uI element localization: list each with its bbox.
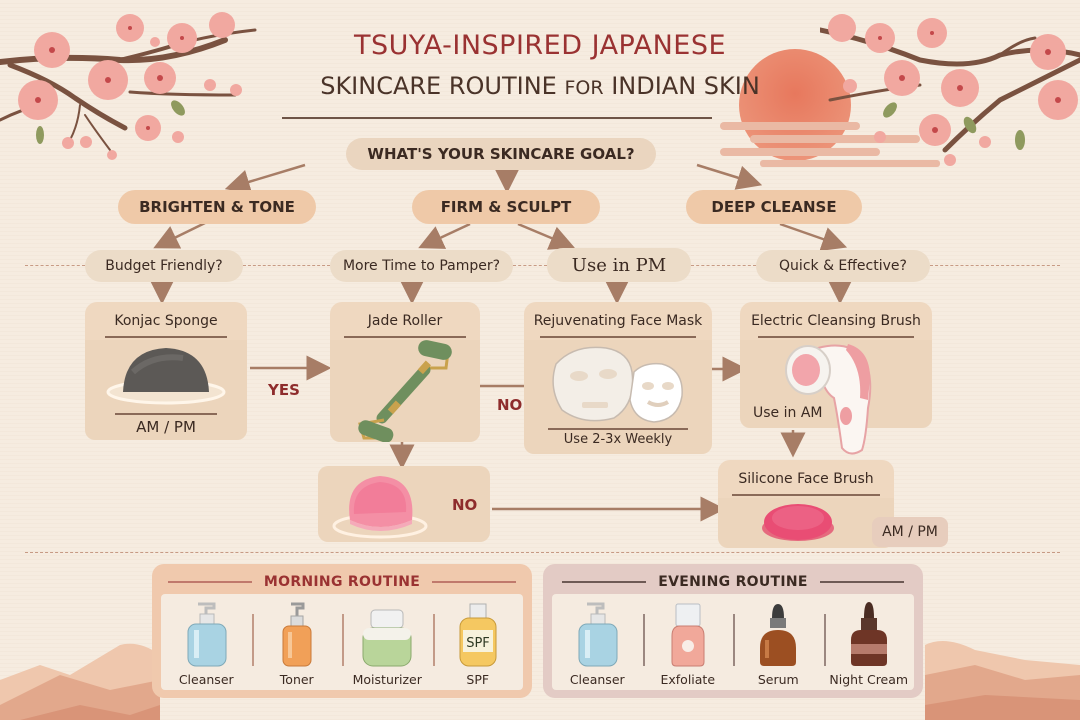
product-name: Electric Cleansing Brush xyxy=(740,302,932,340)
question-budget-friendly: Budget Friendly? xyxy=(85,250,243,282)
section-divider xyxy=(25,552,1060,553)
product-card-konjac-sponge[interactable]: Konjac Sponge AM / PM xyxy=(85,302,247,440)
mountains-right-icon xyxy=(925,641,1080,720)
product-name: Silicone Face Brush xyxy=(718,460,894,498)
title-line-2-part-a: SKINCARE ROUTINE xyxy=(320,72,565,100)
step-label: Moisturizer xyxy=(352,672,422,687)
step-label: Cleanser xyxy=(178,672,234,687)
title-line-2: SKINCARE ROUTINE FOR INDIAN SKIN xyxy=(0,72,1080,100)
product-card-silicone-brush[interactable]: Silicone Face Brush xyxy=(718,460,894,548)
product-card-pink-brush[interactable]: NO xyxy=(318,466,490,542)
product-card-electric-brush[interactable]: Electric Cleansing Brush xyxy=(740,302,932,428)
toner-bottle-icon xyxy=(282,602,312,667)
exfoliant-bottle-icon xyxy=(671,603,705,667)
product-name: Jade Roller xyxy=(330,302,480,340)
category-deep-cleanse[interactable]: DEEP CLEANSE xyxy=(686,190,862,224)
title-line-2-part-c: INDIAN SKIN xyxy=(603,72,760,100)
evening-step-cleanser[interactable]: Cleanser xyxy=(552,594,643,690)
electric-brush-usage: Use in AM xyxy=(753,405,823,421)
pink-silicone-brush-icon xyxy=(332,476,428,539)
step-label: Toner xyxy=(279,672,314,687)
evening-step-serum[interactable]: Serum xyxy=(733,594,824,690)
night-cream-dropper-icon xyxy=(850,602,887,666)
title-divider xyxy=(282,117,712,119)
question-quick-effective: Quick & Effective? xyxy=(756,250,930,282)
step-label: Cleanser xyxy=(569,672,625,687)
mountains-left-icon xyxy=(0,643,160,720)
question-more-time: More Time to Pamper? xyxy=(330,250,513,282)
product-card-jade-roller[interactable]: Jade Roller xyxy=(330,302,480,442)
product-name: Konjac Sponge xyxy=(85,302,247,340)
question-row-divider-right xyxy=(930,265,1060,266)
edge-label-yes: YES xyxy=(268,381,300,399)
step-label: SPF xyxy=(466,672,490,687)
title-line-1: TSUYA-INSPIRED JAPANESE xyxy=(353,30,727,61)
question-row-divider-1 xyxy=(243,265,330,266)
question-row-divider-left xyxy=(25,265,85,266)
step-label: Exfoliate xyxy=(660,672,716,687)
pump-bottle-icon xyxy=(578,602,618,667)
cream-jar-icon xyxy=(362,609,412,667)
product-card-face-mask[interactable]: Rejuvenating Face Mask Use 2-3x Weekly xyxy=(524,302,712,454)
evening-step-night-cream[interactable]: Night Cream xyxy=(823,594,915,690)
product-name: Rejuvenating Face Mask xyxy=(524,302,712,340)
morning-routine-title: MORNING ROUTINE xyxy=(263,574,421,590)
step-label: Night Cream xyxy=(829,672,909,687)
category-brighten-tone[interactable]: BRIGHTEN & TONE xyxy=(118,190,316,224)
question-use-in-pm: Use in PM xyxy=(547,248,691,282)
morning-step-cleanser[interactable]: Cleanser xyxy=(161,594,252,690)
category-firm-sculpt[interactable]: FIRM & SCULPT xyxy=(412,190,600,224)
jade-roller-icon xyxy=(358,340,452,442)
product-usage: Use 2-3x Weekly xyxy=(563,432,673,447)
morning-step-toner[interactable]: Toner xyxy=(251,594,343,690)
electric-brush-icon xyxy=(785,344,872,455)
morning-step-moisturizer[interactable]: Moisturizer xyxy=(342,594,433,690)
silicone-brush-icon xyxy=(762,504,834,541)
question-row-divider-2 xyxy=(513,265,547,266)
pump-bottle-icon xyxy=(187,602,227,667)
evening-step-exfoliate[interactable]: Exfoliate xyxy=(642,594,734,690)
morning-step-spf[interactable]: SPF SPF xyxy=(432,594,524,690)
edge-label-no-mask: NO xyxy=(497,396,523,414)
product-usage: AM / PM xyxy=(136,418,196,436)
cherry-blossom-branch-left-icon xyxy=(0,12,257,160)
cherry-blossom-branch-right-icon xyxy=(820,14,1080,166)
konjac-sponge-icon xyxy=(106,348,226,405)
sheet-mask-icon xyxy=(552,346,683,423)
title-line-2-part-b: FOR xyxy=(564,77,604,99)
serum-dropper-icon xyxy=(760,604,797,666)
step-label: Serum xyxy=(757,672,799,687)
svg-text:SPF: SPF xyxy=(466,636,490,651)
question-row-divider-3 xyxy=(691,265,756,266)
spf-bottle-icon: SPF xyxy=(459,603,497,667)
edge-label-no: NO xyxy=(452,496,478,514)
goal-question: WHAT'S YOUR SKINCARE GOAL? xyxy=(346,138,656,170)
morning-routine-panel: MORNING ROUTINE Cleanser Toner xyxy=(152,564,532,698)
silicone-brush-usage: AM / PM xyxy=(872,517,948,547)
evening-routine-title: EVENING ROUTINE xyxy=(658,574,808,590)
evening-routine-panel: EVENING ROUTINE Cleanser Exfoliate xyxy=(543,564,923,698)
